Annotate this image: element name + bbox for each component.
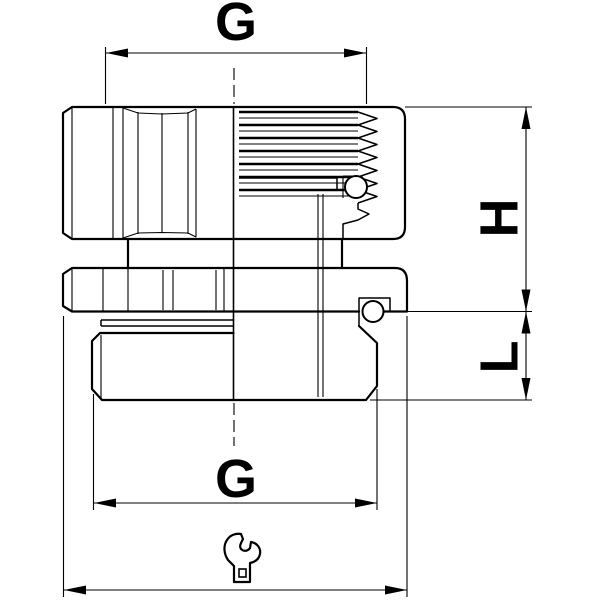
open-end-wrench-icon [223,532,262,584]
section-internal [100,107,391,400]
arrowhead-right [385,585,407,595]
neck-groove [126,237,344,270]
arrowhead-left [106,48,128,58]
oring-pocket-bottom [358,297,391,326]
arrowhead-left [94,498,116,508]
arrowhead-right [344,48,366,58]
internal-step-profile [342,203,370,239]
dimension-length: L [370,311,532,401]
label-thread-top: G [215,0,257,52]
o-ring-top [344,175,368,199]
arrowhead-left [64,585,86,595]
arrowhead-right [355,498,377,508]
label-thread-bottom: G [215,449,257,509]
washer-edge [239,177,338,191]
arrowhead-down [521,378,531,400]
hex-nut-top [61,105,407,241]
dimension-height: H [384,106,532,313]
label-height: H [469,199,529,238]
seal-washer [100,319,234,327]
lower-body [90,324,379,402]
arrowhead-up [521,107,531,129]
part-outline [61,105,409,402]
o-ring-bottom [361,300,385,323]
dimension-wrench-size [62,316,408,597]
bore-lines [317,194,324,397]
arrowhead-down [521,289,531,312]
flange-hex [61,266,409,313]
arrowhead-up [521,311,531,334]
dimension-thread-bottom: G [92,389,378,510]
hex-facet-lines [71,107,225,398]
dimension-thread-top: G [104,0,368,104]
label-length: L [469,341,529,374]
